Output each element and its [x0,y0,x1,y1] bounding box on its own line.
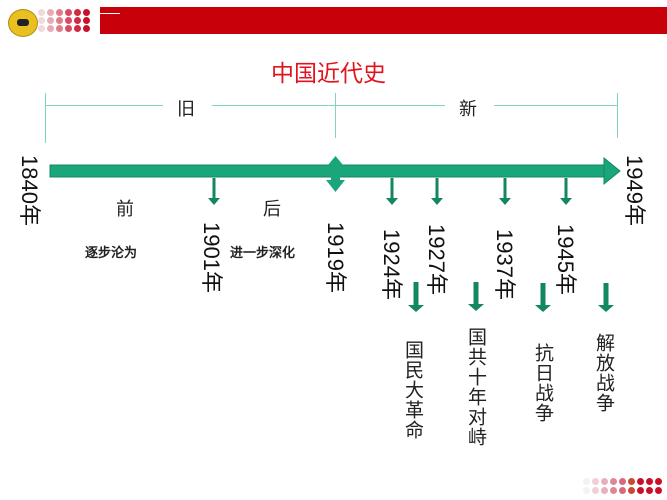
decorative-dot [47,25,54,32]
header-line [100,13,120,14]
decorative-dot [655,478,662,485]
decorative-dot [74,17,81,24]
decorative-dot [56,9,63,16]
year-1937: 1937年 [492,229,517,300]
decorative-dot [83,17,90,24]
decorative-dot [619,478,626,485]
title-text: 中国近代史 [271,61,386,87]
double-arrow-1919 [326,156,345,192]
footer-dots [583,478,664,496]
arrow-1924 [386,178,398,205]
year-1919: 1919年 [323,222,348,293]
decorative-dot [38,25,45,32]
decorative-dot [583,487,590,494]
arrow-event-2 [468,282,484,311]
arrow-1927 [431,178,443,205]
decorative-dot [74,25,81,32]
year-1840: 1840年 [17,155,42,226]
bracket-tick-mid [335,93,336,138]
year-1901: 1901年 [199,222,224,293]
arrow-1945 [560,178,572,205]
decorative-dot [628,487,635,494]
header-bar [100,7,667,34]
year-1924: 1924年 [379,229,404,300]
decorative-dot [592,487,599,494]
school-logo [8,9,38,37]
decorative-dot [655,487,662,494]
event-national-revolution: 国民大革命 [402,340,424,440]
phase-before-label: 前 [116,199,134,220]
decorative-dot [628,478,635,485]
decorative-dot [74,9,81,16]
period-old-label: 旧 [177,99,195,120]
decorative-dot [592,478,599,485]
decorative-dot [601,487,608,494]
arrow-event-3 [535,283,551,312]
period-new-label: 新 [459,99,477,120]
decorative-dot [583,478,590,485]
decorative-dot [83,9,90,16]
bracket-line [494,105,617,106]
decorative-dot [65,9,72,16]
event-ten-year-confrontation: 国共十年对峙 [465,327,487,447]
decorative-dot [38,17,45,24]
decorative-dots [38,9,92,33]
decorative-dot [646,478,653,485]
year-1945: 1945年 [553,224,578,295]
bracket-line [335,105,445,106]
page-title: 中国近代史 [0,54,667,88]
bracket-line [45,105,163,106]
bracket-tick-end [617,93,618,138]
arrow-1937 [499,178,511,205]
event-liberation-war: 解放战争 [593,333,615,413]
arrow-event-4 [598,283,614,312]
decorative-dot [65,17,72,24]
decorative-dot [56,17,63,24]
phase-after-desc: 进一步深化 [230,246,296,261]
bracket-tick-start [45,93,46,143]
arrow-event-1 [408,282,424,312]
decorative-dot [610,487,617,494]
year-1927: 1927年 [424,224,449,295]
decorative-dot [601,478,608,485]
decorative-dot [637,487,644,494]
main-timeline-arrow [49,156,621,186]
year-1949: 1949年 [622,155,647,226]
decorative-dot [47,9,54,16]
decorative-dot [65,25,72,32]
decorative-dot [83,25,90,32]
decorative-dot [610,478,617,485]
decorative-dot [56,25,63,32]
bracket-line [212,105,335,106]
phase-after-label: 后 [263,199,281,220]
decorative-dot [637,478,644,485]
event-anti-japanese-war: 抗日战争 [532,343,554,423]
arrow-1901 [208,178,220,205]
phase-before-desc: 逐步沦为 [85,246,138,261]
decorative-dot [619,487,626,494]
decorative-dot [646,487,653,494]
decorative-dot [38,9,45,16]
decorative-dot [47,17,54,24]
